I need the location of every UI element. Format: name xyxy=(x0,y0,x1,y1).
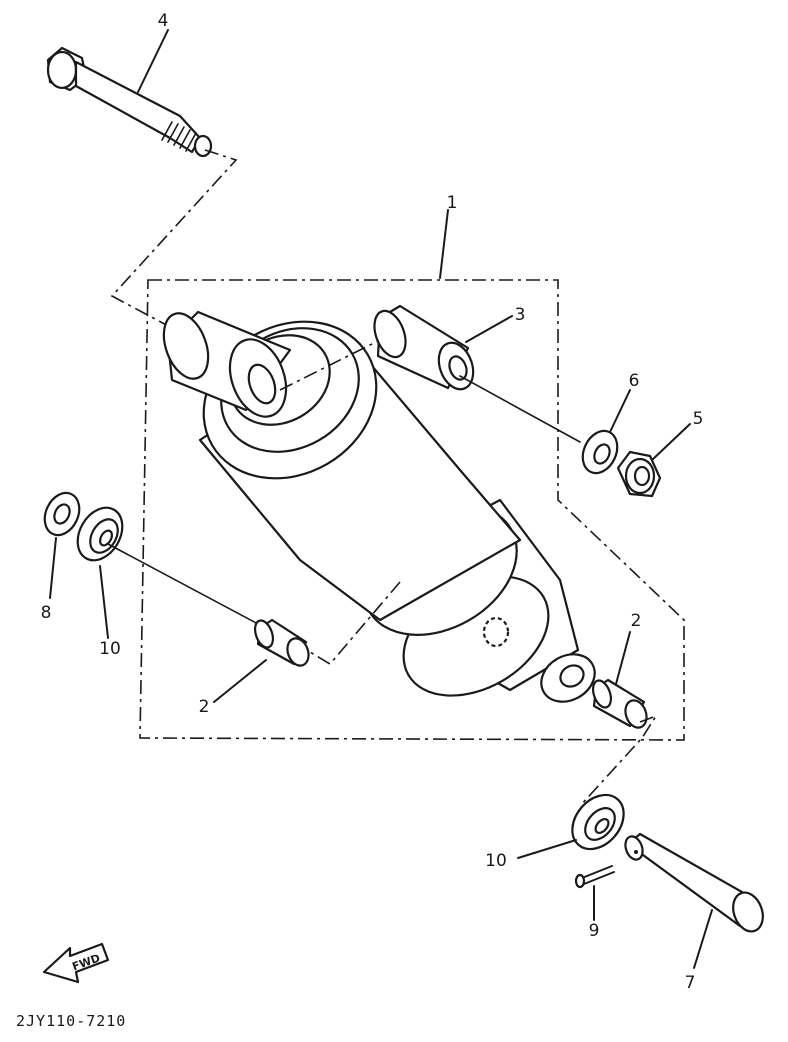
upper-bushing xyxy=(373,304,475,391)
callout-6: 6 xyxy=(629,371,640,391)
callout-8: 8 xyxy=(41,603,52,623)
bushing-axis-line xyxy=(459,375,581,443)
collar-2-right xyxy=(591,678,648,729)
callout-2-right: 2 xyxy=(631,611,642,631)
callout-7: 7 xyxy=(685,973,696,993)
callout-2-left: 2 xyxy=(199,697,210,717)
oil-seal-lower xyxy=(571,793,625,851)
callout-3: 3 xyxy=(515,305,526,325)
lower-alignment-path xyxy=(579,714,658,807)
diagram-code: 2JY110-7210 xyxy=(16,1012,126,1030)
seal-axis-line xyxy=(107,543,259,625)
leader-10a xyxy=(99,565,109,639)
callout-10-lower: 10 xyxy=(485,851,507,871)
bolt-alignment-path xyxy=(110,149,238,329)
leader-8 xyxy=(49,537,57,599)
callout-9: 9 xyxy=(589,921,600,941)
leader-3 xyxy=(465,315,513,343)
leader-1 xyxy=(439,209,449,279)
collar-2-left xyxy=(253,618,310,667)
leader-10b xyxy=(517,839,577,859)
cotter-pin xyxy=(574,865,615,889)
shock-absorber-body xyxy=(162,310,596,703)
washer-8 xyxy=(43,491,81,537)
leader-7 xyxy=(693,909,713,969)
leader-2a xyxy=(213,659,267,703)
callout-5: 5 xyxy=(693,409,704,429)
callout-1: 1 xyxy=(447,193,458,213)
oil-seal-left xyxy=(76,506,124,562)
washer-6 xyxy=(581,429,619,475)
assembly-boundary xyxy=(139,279,685,741)
lower-pin xyxy=(624,832,764,933)
callout-4: 4 xyxy=(158,11,169,31)
forward-direction-arrow: FWD xyxy=(42,942,110,984)
leader-2b xyxy=(615,631,631,685)
leader-6 xyxy=(609,389,631,433)
upper-bolt xyxy=(46,46,213,158)
callout-10-left: 10 xyxy=(99,639,121,659)
leader-5 xyxy=(651,423,691,461)
nut-5 xyxy=(616,450,662,498)
leader-4 xyxy=(137,29,169,93)
